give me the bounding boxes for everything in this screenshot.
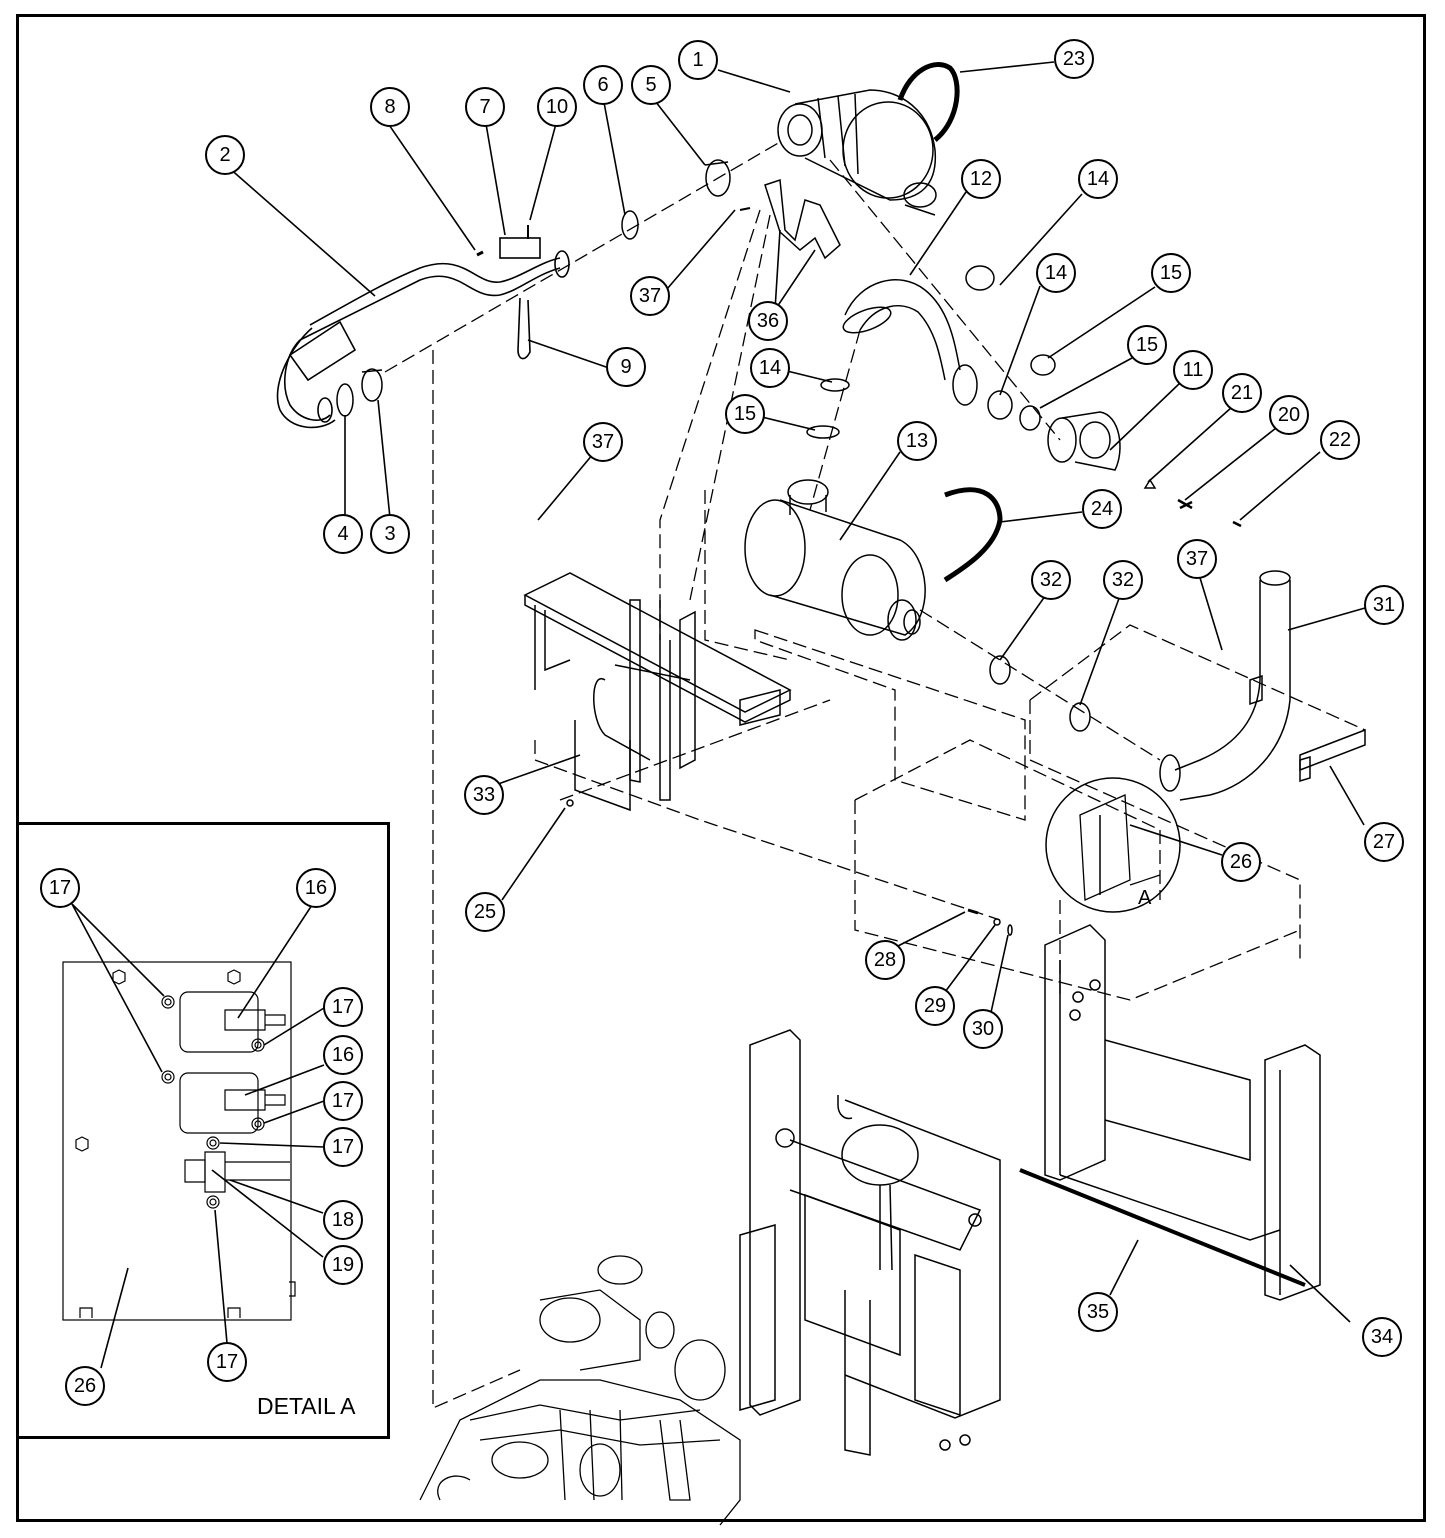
- balloon-1: 1: [678, 40, 718, 80]
- detail-balloon-26: 26: [65, 1366, 105, 1406]
- balloon-11: 11: [1173, 350, 1213, 390]
- balloon-32a: 32: [1031, 560, 1071, 600]
- assembly-guide-lines: [384, 141, 1366, 1409]
- balloon-7: 7: [465, 87, 505, 127]
- clamp-5: [705, 159, 731, 197]
- detail-balloon-19: 19: [323, 1245, 363, 1285]
- balloon-26a: 26: [1221, 842, 1261, 882]
- balloon-24: 24: [1082, 489, 1122, 529]
- mounting-plate-26: [62, 961, 292, 1321]
- fuse-holder-18: [184, 1159, 206, 1183]
- gasket-15a: [1030, 354, 1056, 376]
- clamp-14a: [965, 265, 995, 291]
- balloon-15a: 15: [1151, 253, 1191, 293]
- engine-part: [419, 1255, 741, 1526]
- balloon-21: 21: [1222, 373, 1262, 413]
- clamp-14c: [820, 378, 850, 392]
- exhaust-pipe-part: [276, 237, 570, 429]
- balloon-27: 27: [1364, 822, 1404, 862]
- balloon-4: 4: [323, 514, 363, 554]
- balloon-23: 23: [1054, 39, 1094, 79]
- detail-a-callout-circle: [1045, 777, 1181, 913]
- view-a-label: A: [1138, 887, 1152, 909]
- detail-balloon-17a: 17: [40, 868, 80, 908]
- hose-23: [897, 62, 960, 142]
- balloon-37c: 37: [1177, 539, 1217, 579]
- detail-balloon-17e: 17: [207, 1342, 247, 1382]
- balloon-22: 22: [1320, 420, 1360, 460]
- washer-29: [993, 918, 1001, 926]
- mount-frame-33: [523, 572, 792, 812]
- balloon-8: 8: [370, 87, 410, 127]
- balloon-15b: 15: [1127, 325, 1167, 365]
- balloon-10: 10: [537, 87, 577, 127]
- bracket-36: [764, 178, 841, 260]
- detail-balloon-16b: 16: [323, 1035, 363, 1075]
- balloon-14b: 14: [1036, 253, 1076, 293]
- balloon-6: 6: [583, 65, 623, 105]
- detail-balloon-17d: 17: [323, 1127, 363, 1167]
- elbow-hose-part: [842, 279, 978, 406]
- balloon-14a: 14: [1078, 159, 1118, 199]
- balloon-29: 29: [915, 986, 955, 1026]
- cooling-package: [739, 1029, 1001, 1456]
- balloon-2: 2: [205, 135, 245, 175]
- balloon-31: 31: [1364, 585, 1404, 625]
- balloon-12: 12: [961, 159, 1001, 199]
- bolt-22: [1232, 520, 1242, 528]
- relay-16a: [179, 991, 259, 1053]
- gasket-32a: [989, 655, 1011, 685]
- detail-balloon-18: 18: [323, 1200, 363, 1240]
- balloon-25: 25: [465, 892, 505, 932]
- detail-balloon-16a: 16: [296, 868, 336, 908]
- balloon-9: 9: [606, 347, 646, 387]
- clamp-14b: [987, 390, 1013, 420]
- gasket-6: [621, 210, 639, 240]
- balloon-33: 33: [464, 775, 504, 815]
- balloon-34: 34: [1362, 1317, 1402, 1357]
- bolt-28: [967, 908, 979, 915]
- balloon-5: 5: [631, 65, 671, 105]
- nut-25: [566, 799, 574, 807]
- muffler-part: [744, 479, 926, 641]
- balloon-15c: 15: [725, 394, 765, 434]
- air-cleaner-part: [777, 89, 937, 216]
- balloon-28: 28: [865, 940, 905, 980]
- balloon-20: 20: [1269, 395, 1309, 435]
- gasket-15c: [806, 425, 840, 439]
- balloon-32b: 32: [1103, 560, 1143, 600]
- balloon-30: 30: [963, 1009, 1003, 1049]
- bracket-21: [1143, 478, 1157, 489]
- turbo-elbow-part: [1047, 411, 1121, 471]
- detail-balloon-17b: 17: [323, 987, 363, 1027]
- detail-balloon-17c: 17: [323, 1081, 363, 1121]
- hose-24: [943, 487, 1003, 583]
- gasket-15b: [1019, 405, 1041, 431]
- balloon-37a: 37: [630, 276, 670, 316]
- balloon-13: 13: [897, 421, 937, 461]
- detail-a-caption: DETAIL A: [257, 1393, 356, 1419]
- fastener-20: [1177, 498, 1193, 510]
- relay-16b: [179, 1072, 259, 1134]
- nut-30: [1007, 924, 1013, 936]
- tailpipe-part: [1159, 570, 1291, 801]
- balloon-35: 35: [1078, 1292, 1118, 1332]
- support-frame-34: [1044, 924, 1321, 1301]
- clamp-3: [361, 368, 383, 402]
- leader-lines: [227, 61, 1366, 1323]
- balloon-14c: 14: [750, 348, 790, 388]
- detail-a-panel: [16, 822, 390, 1439]
- strip-35: [1019, 1168, 1306, 1287]
- balloon-3: 3: [370, 514, 410, 554]
- balloon-36: 36: [748, 301, 788, 341]
- balloon-37b: 37: [583, 422, 623, 462]
